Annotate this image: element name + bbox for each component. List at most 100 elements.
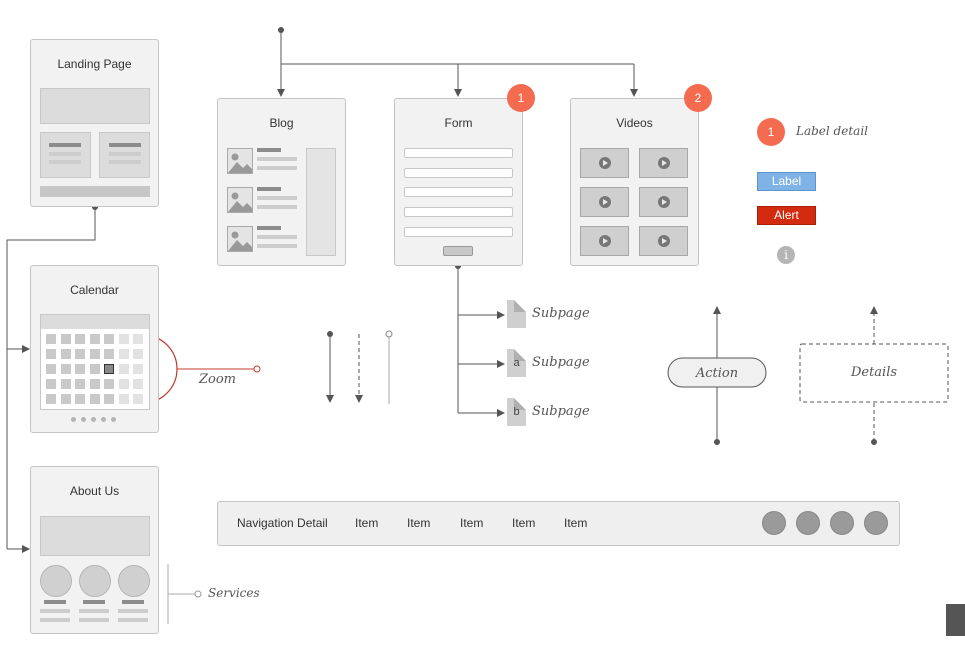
- column-right: [99, 132, 150, 178]
- nav-item[interactable]: Item: [355, 516, 379, 530]
- nav-item[interactable]: Item: [512, 516, 536, 530]
- calendar-day-cell[interactable]: [46, 334, 56, 344]
- calendar-day-cell[interactable]: [133, 394, 143, 404]
- calendar-day-cell[interactable]: [75, 349, 85, 359]
- landing-page-card[interactable]: Landing Page: [30, 39, 159, 207]
- image-icon: [227, 187, 253, 213]
- calendar-day-cell[interactable]: [60, 349, 71, 359]
- calendar-day-cell[interactable]: [104, 349, 114, 359]
- calendar-day-cell[interactable]: [60, 334, 71, 344]
- nav-circle-button[interactable]: [796, 511, 820, 535]
- calendar-day-cell[interactable]: [89, 334, 100, 344]
- calendar-day-cell[interactable]: [133, 364, 143, 374]
- calendar-day-cell[interactable]: [60, 364, 71, 374]
- calendar-day-cell[interactable]: [75, 334, 85, 344]
- calendar-day-cell[interactable]: [89, 394, 100, 404]
- team-avatar-3: [118, 565, 150, 597]
- calendar-day-cell[interactable]: [104, 364, 114, 374]
- legend-badge: 1: [757, 118, 785, 146]
- calendar-title: Calendar: [70, 283, 119, 297]
- form-submit-button[interactable]: [443, 246, 473, 256]
- calendar-day-cell[interactable]: [133, 379, 143, 389]
- details-flow: [799, 306, 949, 445]
- calendar-card[interactable]: Calendar: [30, 265, 159, 433]
- calendar-day-cell[interactable]: [89, 379, 100, 389]
- calendar-day-cell[interactable]: [60, 379, 71, 389]
- calendar-day-cell[interactable]: [46, 364, 56, 374]
- calendar-day-cell[interactable]: [46, 379, 56, 389]
- video-thumbnail[interactable]: [580, 187, 629, 217]
- play-icon: [658, 235, 670, 247]
- team-avatar-2: [79, 565, 111, 597]
- nav-item[interactable]: Item: [407, 516, 431, 530]
- image-icon: [227, 226, 253, 252]
- calendar-day-cell[interactable]: [118, 349, 129, 359]
- video-thumbnail[interactable]: [580, 226, 629, 256]
- calendar-day-cell[interactable]: [104, 379, 114, 389]
- calendar-day-cell[interactable]: [104, 334, 114, 344]
- calendar-day-cell[interactable]: [104, 394, 114, 404]
- about-us-card[interactable]: About Us: [30, 466, 159, 634]
- navigation-bar: [217, 501, 900, 546]
- calendar-day-cell[interactable]: [75, 379, 85, 389]
- calendar-day-cell[interactable]: [118, 334, 129, 344]
- video-thumbnail[interactable]: [639, 226, 688, 256]
- form-field[interactable]: [404, 227, 513, 237]
- form-field[interactable]: [404, 148, 513, 158]
- play-icon: [599, 157, 611, 169]
- play-icon: [658, 157, 670, 169]
- blog-title: Blog: [269, 116, 294, 130]
- blog-sidebar: [306, 148, 336, 256]
- calendar-day-cell[interactable]: [118, 394, 129, 404]
- action-pill: [667, 357, 767, 388]
- nav-item[interactable]: Item: [460, 516, 484, 530]
- video-thumbnail[interactable]: [639, 148, 688, 178]
- videos-card[interactable]: Videos: [570, 98, 699, 266]
- blog-card[interactable]: Blog: [217, 98, 346, 266]
- video-thumbnail[interactable]: [639, 187, 688, 217]
- image-icon: [227, 148, 253, 174]
- nav-item[interactable]: Item: [564, 516, 588, 530]
- calendar-day-cell[interactable]: [46, 349, 56, 359]
- form-card[interactable]: Form: [394, 98, 523, 266]
- legend-label-button[interactable]: Label: [757, 172, 816, 191]
- calendar-day-cell[interactable]: [118, 364, 129, 374]
- subpage-label[interactable]: Subpage: [532, 355, 590, 370]
- services-label: Services: [208, 586, 260, 600]
- about-us-title: About Us: [69, 484, 120, 498]
- calendar-day-cell[interactable]: [133, 349, 143, 359]
- calendar-day-cell[interactable]: [133, 334, 143, 344]
- corner-scroll-handle[interactable]: [946, 604, 965, 636]
- form-field[interactable]: [404, 187, 513, 197]
- calendar-day-cell[interactable]: [89, 349, 100, 359]
- nav-circle-button[interactable]: [830, 511, 854, 535]
- action-label[interactable]: Action: [695, 366, 739, 381]
- video-thumbnail[interactable]: [580, 148, 629, 178]
- calendar-day-cell[interactable]: [60, 394, 71, 404]
- info-icon[interactable]: i: [777, 246, 795, 264]
- calendar-day-cell[interactable]: [89, 364, 100, 374]
- subpage-doc-icon: [507, 300, 526, 328]
- form-title: Form: [444, 116, 473, 130]
- form-badge: 1: [507, 84, 535, 112]
- subpage-doc-icon: a: [507, 349, 526, 377]
- landing-page-title: Landing Page: [57, 57, 132, 71]
- nav-circle-button[interactable]: [762, 511, 786, 535]
- details-label[interactable]: Details: [850, 365, 898, 380]
- form-field[interactable]: [404, 207, 513, 217]
- subpage-connector: [455, 263, 505, 417]
- subpage-label[interactable]: Subpage: [532, 404, 590, 419]
- subpage-label[interactable]: Subpage: [532, 306, 590, 321]
- calendar-day-cell[interactable]: [46, 394, 56, 404]
- column-left: [40, 132, 91, 178]
- form-field[interactable]: [404, 168, 513, 178]
- calendar-day-cell[interactable]: [75, 364, 85, 374]
- legend-alert-button[interactable]: Alert: [757, 206, 816, 225]
- calendar-day-cell[interactable]: [75, 394, 85, 404]
- team-avatar-1: [40, 565, 72, 597]
- play-icon: [599, 196, 611, 208]
- nav-circle-button[interactable]: [864, 511, 888, 535]
- calendar-day-cell[interactable]: [118, 379, 129, 389]
- calendar-pager: [71, 417, 121, 423]
- navigation-title: Navigation Detail: [237, 516, 328, 530]
